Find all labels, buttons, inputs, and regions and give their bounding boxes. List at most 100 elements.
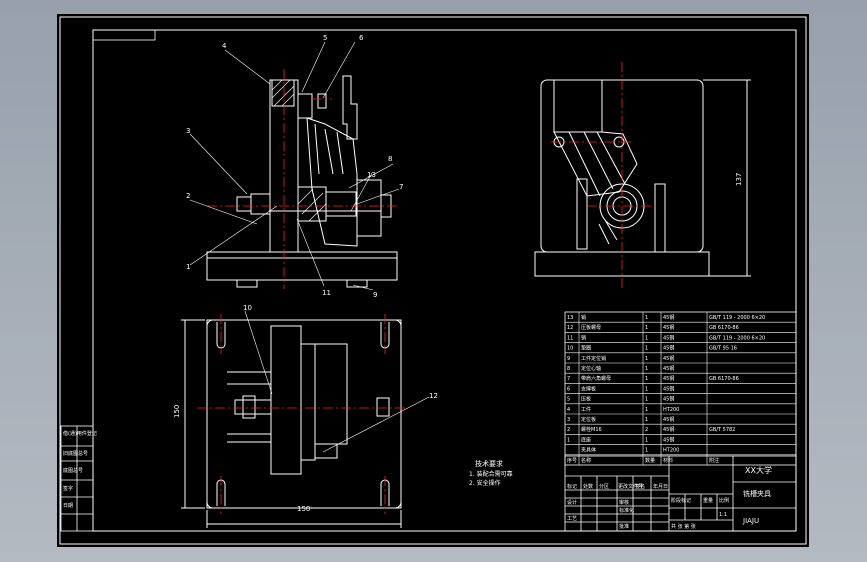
strip-label-4: 签字 (63, 485, 73, 492)
drawing-code: JIAJU (742, 517, 759, 525)
bom-cell-name: 定位板 (581, 416, 596, 423)
bom-cell-mat: 45钢 (663, 375, 674, 382)
drawing-name: 铣槽夹具 (743, 489, 771, 498)
bom-cell-name: 销 (581, 314, 586, 321)
tb-role-1: 设计 (567, 499, 577, 506)
bom-cell-name: 工件 (581, 406, 591, 413)
notes-line-1: 1. 装配合需可靠 (469, 470, 513, 478)
tb-label-2: 处数 (583, 483, 593, 490)
balloon-3: 3 (186, 127, 190, 135)
balloon-12: 12 (429, 392, 438, 400)
tb-label-1: 标记 (567, 483, 577, 490)
strip-label-1: 借(通)用件登记 (63, 430, 97, 437)
bom-header-name: 名称 (581, 457, 591, 464)
bom-cell-name: 底座 (581, 436, 591, 443)
bom-cell-no: 2 (567, 427, 570, 433)
notes-line-2: 2. 安全操作 (469, 479, 501, 487)
bom-cell-qty: 1 (645, 356, 648, 362)
bom-cell-no: 3 (567, 417, 570, 423)
bom-cell-qty: 1 (645, 448, 648, 454)
balloon-11: 11 (322, 289, 331, 297)
school-name: XX大学 (745, 465, 772, 475)
outer-border (59, 16, 807, 545)
tb-label-4: 更改文件号 (618, 483, 643, 490)
tb-label-5: 签名 (635, 483, 645, 490)
inner-border (92, 29, 797, 532)
bom-cell-mat: 45钢 (663, 396, 674, 403)
tb-scale: 比例 (719, 497, 729, 504)
bom-cell-qty: 1 (645, 335, 648, 341)
tb-stage: 阶段标记 (671, 497, 691, 504)
top-centerlines (197, 314, 407, 514)
front-view (206, 75, 398, 288)
bom-cell-no: 8 (567, 366, 570, 372)
bom-cell-mat: 45钢 (663, 416, 674, 423)
bom-cell-no: 9 (567, 356, 570, 362)
code-box (92, 29, 156, 41)
bom-cell-qty: 1 (645, 386, 648, 392)
bom-cell-qty: 2 (645, 427, 648, 433)
balloon-10: 10 (243, 304, 252, 312)
drawing-canvas: 借(通)用件登记 旧底图总号 底图总号 签字 日期 (59, 16, 807, 545)
bom-cell-mat: 45钢 (663, 345, 674, 352)
bom-cell-mat: 45钢 (663, 426, 674, 433)
bom-cell-qty: 1 (645, 325, 648, 331)
front-hatch (271, 79, 327, 222)
bom-cell-name: 带肩六角螺母 (581, 375, 611, 382)
bom-cell-mat: 45钢 (663, 436, 674, 443)
bom-cell-mat: 45钢 (663, 365, 674, 372)
bom-cell-no: 11 (567, 335, 573, 341)
strip-label-2: 旧底图总号 (63, 450, 88, 457)
bom-cell-std: GB/T 119 - 2000 6×20 (709, 335, 765, 341)
bom-cell-mat: 45钢 (663, 334, 674, 341)
tb-role-5: 批准 (619, 523, 629, 530)
tb-scale-val: 1:1 (719, 512, 727, 518)
title-block (564, 455, 797, 532)
dim-side-height: 137 (735, 173, 743, 186)
balloon-5: 5 (323, 34, 327, 42)
side-view (534, 79, 751, 277)
tb-role-3: 工艺 (567, 516, 577, 522)
bom-cell-mat: 45钢 (663, 385, 674, 392)
bom-cell-qty: 1 (645, 315, 648, 321)
front-centerlines (207, 69, 397, 289)
bom-cell-qty: 1 (645, 346, 648, 352)
left-strip (60, 425, 94, 532)
strip-label-5: 日期 (63, 503, 73, 509)
bom-cell-name: 垫圈 (581, 345, 591, 352)
bom-cell-no: 13 (567, 315, 573, 321)
tb-sheet: 共 张 第 张 (671, 523, 696, 530)
bom-cell-std: GB/T 119 - 2000 6×20 (709, 315, 765, 321)
dim-width: 150 (297, 505, 310, 513)
balloon-9: 9 (373, 291, 377, 299)
side-centerlines (551, 62, 657, 290)
bom-cell-name: 工件定位销 (581, 355, 606, 362)
front-leaders (189, 41, 400, 291)
balloon-6: 6 (359, 34, 364, 42)
bom-cell-name: 支撑板 (581, 385, 596, 392)
balloon-13: 13 (367, 171, 376, 179)
bom-cell-std: GB 6170-86 (709, 325, 739, 331)
bom-cell-qty: 1 (645, 397, 648, 403)
bom-cell-qty: 1 (645, 437, 648, 443)
bom-cell-std: GB/T 95 16 (709, 346, 737, 352)
bom-cell-no: 12 (567, 325, 573, 331)
bom-header-std: 附注 (709, 457, 719, 464)
balloon-1: 1 (186, 263, 190, 271)
bom-cell-no: 7 (567, 376, 570, 382)
bom-cell-mat: 45钢 (663, 355, 674, 362)
bom-frame (564, 311, 797, 466)
bom-cell-qty: 1 (645, 407, 648, 413)
strip-label-3: 底图总号 (63, 467, 83, 474)
dim-left-height: 150 (173, 405, 181, 418)
tb-role-2: 审核 (619, 499, 629, 506)
top-view (181, 319, 402, 528)
tb-label-3: 分区 (599, 483, 609, 490)
bom-cell-name: 压板螺母 (581, 324, 601, 331)
bom-cell-name: 夹具体 (581, 447, 596, 454)
bom-cell-no: 5 (567, 397, 570, 403)
bom-cell-std: GB 6170-86 (709, 376, 739, 382)
drawing-sheet: 借(通)用件登记 旧底图总号 底图总号 签字 日期 (57, 14, 809, 547)
